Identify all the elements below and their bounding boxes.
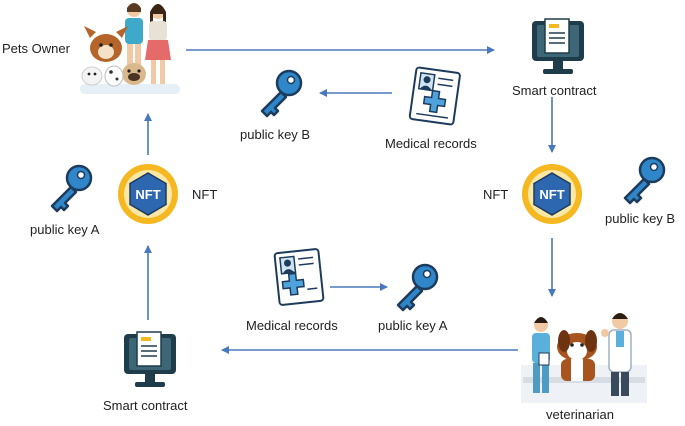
nft-left-label: NFT — [192, 187, 218, 202]
key-b-top-label: public key B — [240, 127, 311, 142]
nft-left-icon: NFT — [118, 164, 178, 224]
smart-contract-bottom-icon — [124, 331, 176, 387]
medical-records-bottom-label: Medical records — [246, 318, 338, 333]
nft-right-label: NFT — [483, 187, 509, 202]
medical-records-top-label: Medical records — [385, 136, 477, 151]
smart-contract-bottom-label: Smart contract — [103, 398, 188, 413]
smart-contract-top-icon — [532, 18, 584, 74]
key-icon-a-left — [50, 164, 93, 213]
veterinarian-label: veterinarian — [546, 407, 614, 422]
pets-owner-illustration — [80, 3, 180, 94]
key-icon-b-top — [260, 69, 303, 118]
medical-records-bottom-icon — [273, 248, 325, 306]
key-b-right-label: public key B — [605, 211, 676, 226]
pets-owner-label: Pets Owner — [2, 41, 70, 56]
key-a-left-label: public key A — [30, 222, 100, 237]
smart-contract-top-label: Smart contract — [512, 83, 597, 98]
key-icon-a-bottom — [396, 263, 439, 312]
veterinarian-illustration — [521, 313, 647, 403]
key-a-bottom-label: public key A — [378, 318, 448, 333]
nft-left-badge-text: NFT — [135, 187, 160, 202]
nft-right-icon: NFT — [522, 164, 582, 224]
medical-records-top-icon — [408, 66, 461, 126]
nft-right-badge-text: NFT — [539, 187, 564, 202]
key-icon-b-right — [623, 156, 666, 205]
